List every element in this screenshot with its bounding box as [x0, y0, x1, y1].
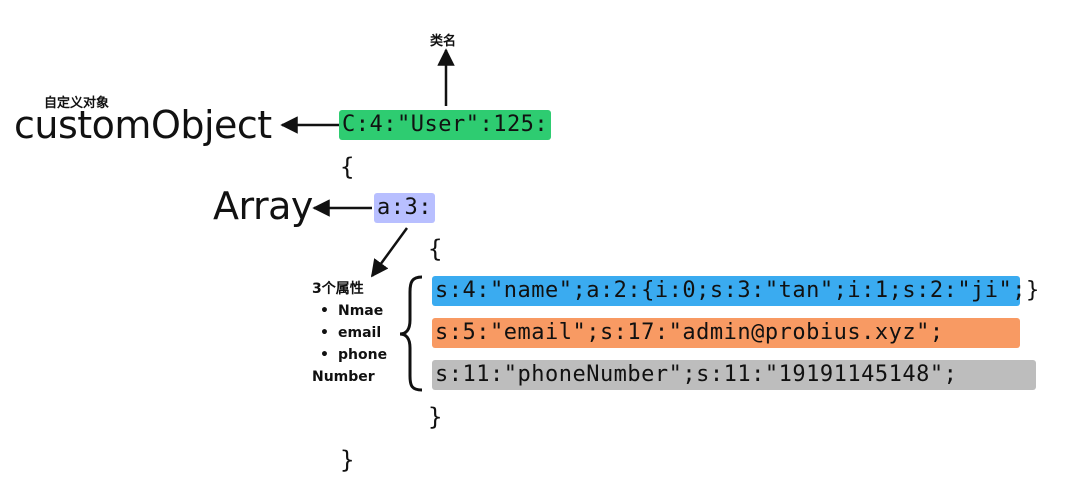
- attribute-tail-label: Number: [312, 369, 375, 385]
- array-header-code: a:3:: [374, 193, 435, 223]
- custom-object-caption: 自定义对象: [44, 96, 110, 111]
- inner-open-brace: {: [428, 235, 443, 263]
- attributes-list: 3个属性 • Nmae • email • phone Number: [312, 278, 387, 388]
- outer-open-brace: {: [340, 153, 355, 181]
- bullet-icon: •: [320, 347, 329, 363]
- code-line-name: s:4:"name";a:2:{i:0;s:3:"tan";i:1;s:2:"j…: [432, 276, 1039, 306]
- inner-close-brace: }: [428, 403, 443, 431]
- attributes-count-label: 3个属性: [312, 281, 364, 297]
- attribute-item: • email: [312, 322, 387, 344]
- attribute-item: • phone: [312, 344, 387, 366]
- attribute-item-label: Nmae: [338, 303, 384, 319]
- attribute-item-label: phone: [338, 347, 388, 363]
- attribute-item-label: email: [338, 325, 382, 341]
- attribute-item: • Nmae: [312, 300, 387, 322]
- class-name-label: 类名: [430, 34, 457, 49]
- code-line-email: s:5:"email";s:17:"admin@probius.xyz";: [432, 318, 1020, 348]
- code-line-phone: s:11:"phoneNumber";s:11:"19191145148";: [432, 360, 1036, 390]
- object-header-code: C:4:"User":125:: [339, 110, 552, 140]
- attributes-brace: [399, 275, 423, 392]
- array-label: Array: [213, 184, 313, 228]
- bullet-icon: •: [320, 303, 329, 319]
- arrow-to-attributes: [370, 227, 409, 278]
- bullet-icon: •: [320, 325, 329, 341]
- custom-object-label: customObject: [14, 103, 272, 147]
- outer-close-brace: }: [340, 446, 355, 474]
